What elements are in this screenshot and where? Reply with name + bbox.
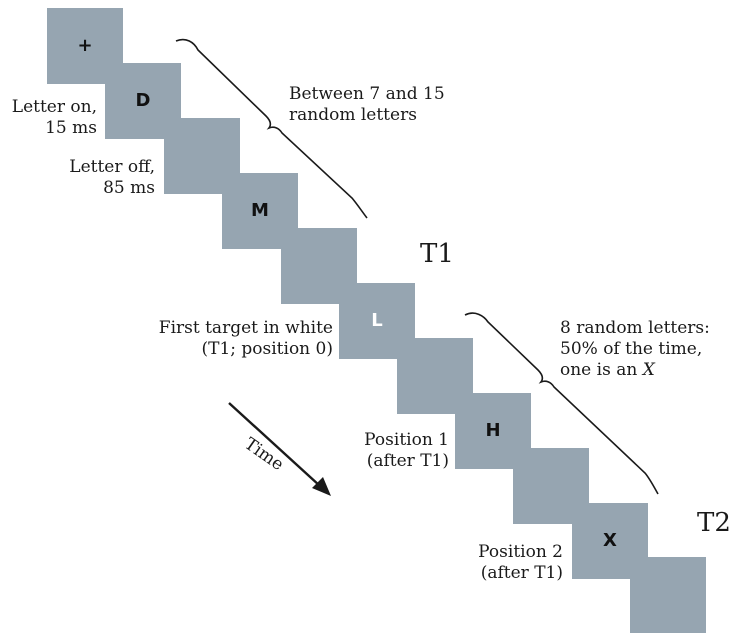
t2-label: T2	[697, 508, 731, 538]
label-8-random-letters: 8 random letters: 50% of the time, one i…	[560, 318, 710, 381]
label-line: 85 ms	[103, 178, 155, 198]
label-letter-on: Letter on, 15 ms	[12, 97, 97, 139]
label-line: Position 2	[478, 542, 563, 562]
label-between-7-and-15: Between 7 and 15 random letters	[289, 84, 445, 126]
label-line: (T1; position 0)	[201, 339, 333, 359]
time-arrow	[228, 402, 331, 496]
label-line: (after T1)	[480, 563, 563, 583]
label-line: Between 7 and 15	[289, 84, 445, 104]
brace-t2-sequence	[464, 312, 659, 495]
frame-fixation: +	[47, 8, 123, 84]
label-line: Letter on,	[11, 97, 97, 117]
label-line: Position 1	[364, 430, 449, 450]
target-letter: L	[371, 310, 383, 331]
label-line: 8 random letters:	[560, 318, 710, 338]
frame-letter: H	[485, 420, 501, 441]
label-italic-x: X	[642, 360, 655, 380]
label-text: one is an	[560, 360, 643, 380]
label-line: Letter off,	[69, 157, 155, 177]
label-line: 15 ms	[45, 118, 97, 138]
brace-t1-sequence	[175, 38, 368, 219]
label-line: (after T1)	[366, 451, 449, 471]
frame-letter: X	[603, 530, 617, 551]
label-line: one is an X	[560, 360, 710, 381]
frame-blank-final	[630, 557, 706, 633]
fixation-cross: +	[77, 35, 93, 56]
frame-letter: D	[135, 90, 151, 111]
label-line: First target in white	[158, 318, 333, 338]
label-position-2: Position 2 (after T1)	[478, 542, 563, 584]
t1-label: T1	[420, 239, 454, 269]
frame-letter: M	[251, 200, 269, 221]
label-letter-off: Letter off, 85 ms	[69, 157, 155, 199]
label-position-1: Position 1 (after T1)	[364, 430, 449, 472]
label-line: random letters	[289, 105, 417, 125]
label-line: 50% of the time,	[560, 339, 703, 359]
label-first-target: First target in white (T1; position 0)	[159, 318, 333, 360]
